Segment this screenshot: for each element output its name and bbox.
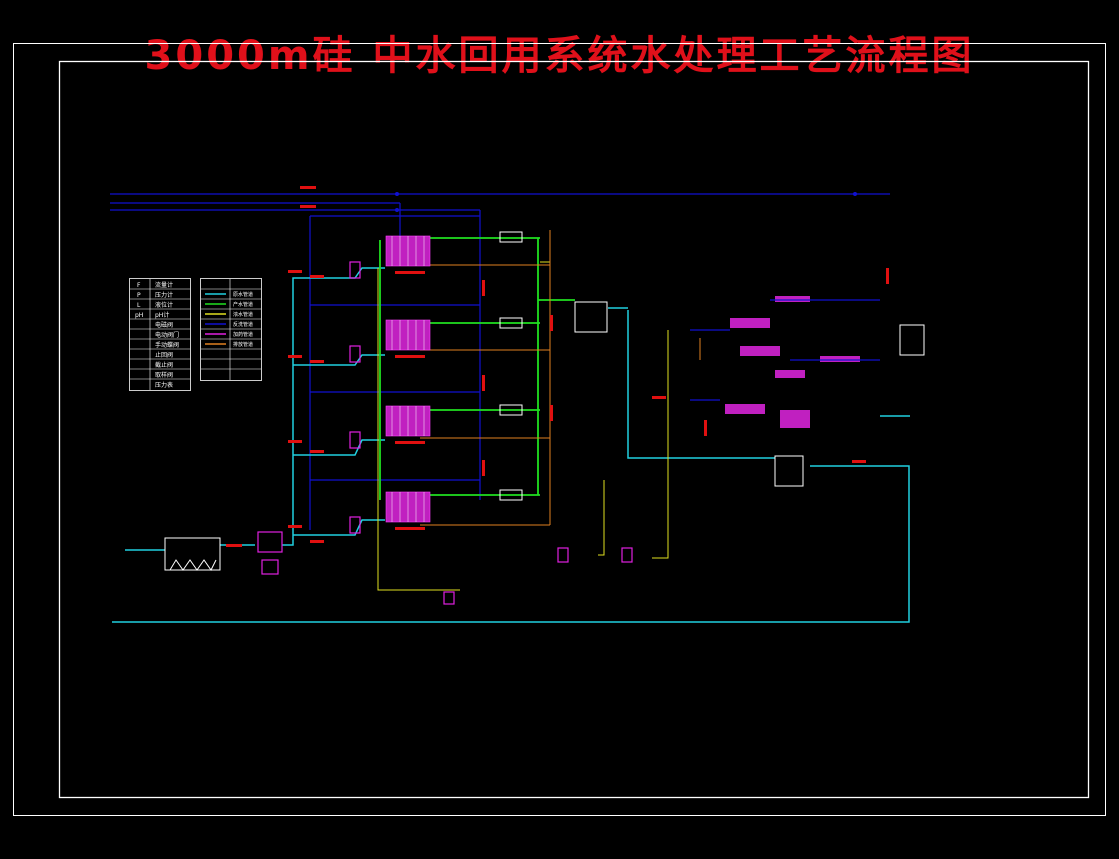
legend-symbol-1: P xyxy=(137,292,141,299)
legend-label-9: 取样阀 xyxy=(155,371,173,379)
pipe-legend-0: 原水管道 xyxy=(233,291,253,298)
equalization-tank xyxy=(164,537,221,571)
pipe-legend-3: 反洗管道 xyxy=(233,321,253,328)
drawing-title: 3000m硅 中水回用系统水处理工艺流程图 xyxy=(144,33,975,79)
legend-label-1: 压力计 xyxy=(155,291,173,299)
dosing-units xyxy=(443,547,633,605)
blue-valve-markers xyxy=(395,192,857,212)
pretreatment-filters xyxy=(257,261,361,575)
membrane-rack-dividers xyxy=(391,236,425,522)
green-product-pipes xyxy=(379,237,575,500)
instrument-tags xyxy=(226,186,889,547)
pipe-legend-2: 浓水管道 xyxy=(233,311,253,318)
legend-symbol-0: F xyxy=(137,282,141,289)
outer-sheet-border xyxy=(13,43,1106,816)
inner-drawing-border xyxy=(58,60,1090,799)
legend-label-8: 截止阀 xyxy=(155,361,173,369)
pipe-legend-5: 排放管道 xyxy=(233,341,253,348)
legend-label-6: 手动蝶阀 xyxy=(155,341,179,349)
legend-symbol-3: pH xyxy=(135,312,143,319)
downstream-pipes xyxy=(690,299,880,401)
legend-label-5: 电动阀门 xyxy=(155,331,179,339)
legend-label-2: 液位计 xyxy=(155,301,173,309)
cyan-feed-pipes xyxy=(112,267,910,623)
blue-header-pipes xyxy=(110,193,890,530)
legend-label-7: 止回阀 xyxy=(155,351,173,359)
legend-symbol-2: L xyxy=(137,302,141,309)
legend-table-symbols: F P L pH 流量计 压力计 液位计 pH计 电磁阀 电动阀门 手动蝶阀 止… xyxy=(129,278,191,391)
pipe-legend-1: 产水管道 xyxy=(233,301,253,308)
membrane-racks xyxy=(385,235,431,523)
legend-table-pipes: 原水管道 产水管道 浓水管道 反洗管道 加药管道 排放管道 xyxy=(200,278,262,381)
downstream-units xyxy=(725,296,860,428)
yellow-concentrate-pipes xyxy=(377,261,669,591)
product-water-tanks xyxy=(499,231,925,501)
legend-label-3: pH计 xyxy=(155,311,169,319)
legend-label-4: 电磁阀 xyxy=(155,321,173,329)
pipe-legend-4: 加药管道 xyxy=(233,331,253,338)
legend-label-0: 流量计 xyxy=(155,281,173,289)
orange-drain-pipes xyxy=(420,230,701,526)
legend-label-10: 压力表 xyxy=(155,381,173,389)
